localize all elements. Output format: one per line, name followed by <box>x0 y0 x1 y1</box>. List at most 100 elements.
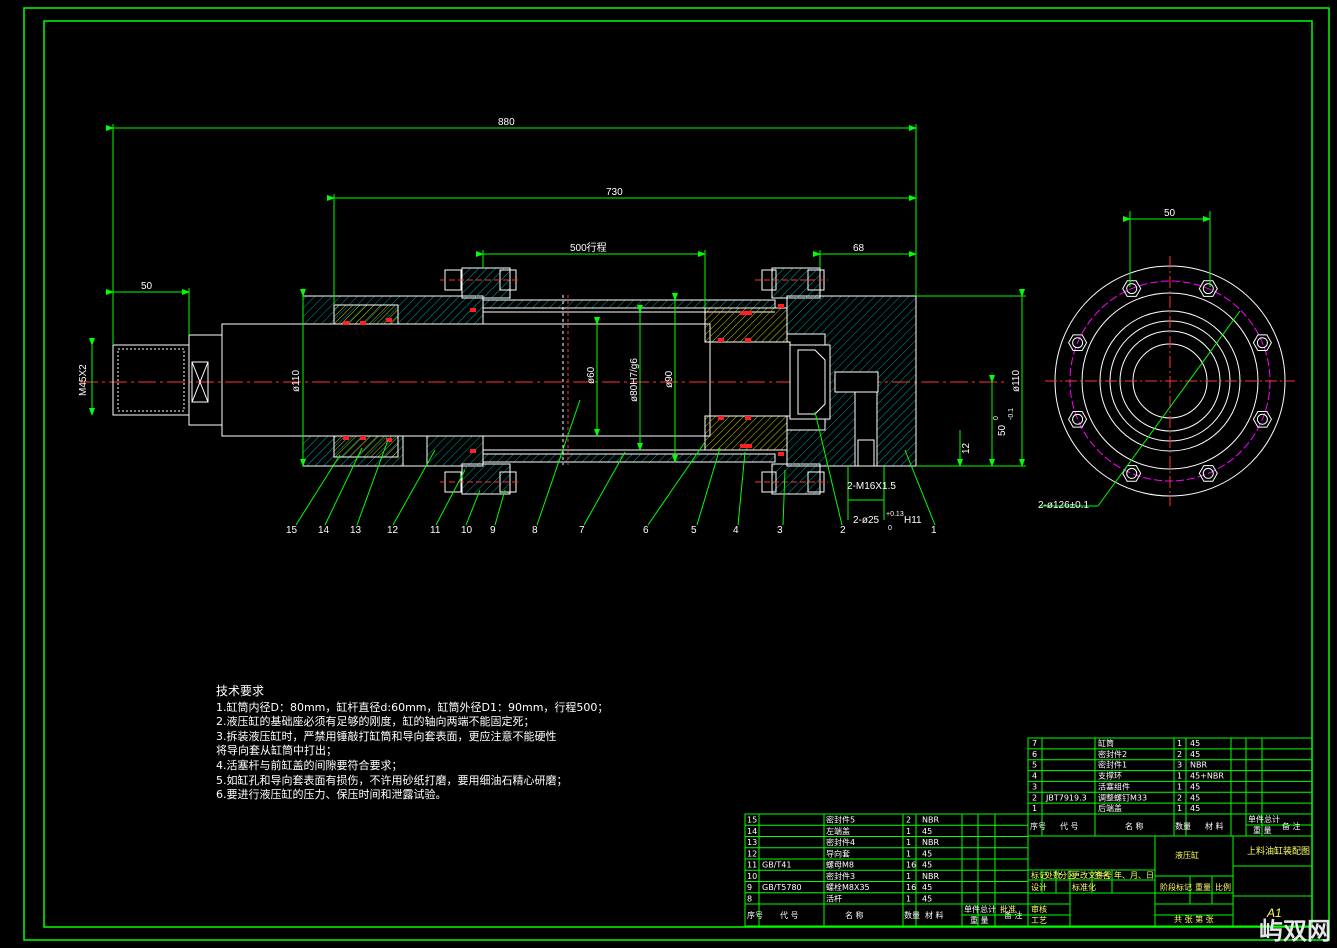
bom-row-material: 45 <box>922 827 932 836</box>
balloon: 7 <box>579 525 585 536</box>
drawing-title: 上料油缸装配图 <box>1247 845 1310 857</box>
balloon: 3 <box>777 525 783 536</box>
tb-date: 年、月、日 <box>1114 870 1154 880</box>
bom-row-name: 密封件1 <box>1098 760 1127 770</box>
bom-row-qty: 16 <box>906 861 916 870</box>
bom-row-qty: 1 <box>906 872 911 881</box>
bom-row-material: NBR <box>922 872 939 881</box>
tb-review: 审核 <box>1031 904 1047 914</box>
dim-cap-dia: ø110 <box>1011 370 1022 392</box>
bom-header-code: 代 号 <box>1060 821 1079 831</box>
bom-header-unit-weight: 单件 <box>964 904 980 914</box>
dim-barrel-length: 730 <box>606 187 623 198</box>
balloon: 6 <box>643 525 649 536</box>
bolt-icon <box>1198 465 1218 482</box>
balloon: 14 <box>318 525 330 536</box>
bom-header-name: 名 称 <box>845 910 864 920</box>
bom-row-material: NBR <box>922 838 939 847</box>
bom-row-no: 12 <box>747 849 757 858</box>
end-view <box>1040 211 1295 507</box>
balloon: 5 <box>691 525 697 536</box>
dim-rod-dia: ø60 <box>586 366 597 384</box>
bom-row-qty: 2 <box>1177 793 1182 802</box>
bom-row-qty: 1 <box>1177 804 1182 813</box>
dim-bolt-circle: 2-ø126±0.1 <box>1038 500 1090 511</box>
bom-row-no: 13 <box>747 838 757 847</box>
bom-header-code: 代 号 <box>780 910 799 920</box>
bom-row-no: 1 <box>1032 804 1037 813</box>
tb-count: 处数 <box>1045 870 1061 880</box>
note-line: 2.液压缸的基础座必须有足够的刚度，缸的轴向两端不能固定死； <box>216 715 535 729</box>
balloon: 1 <box>931 525 937 536</box>
bolt-icon <box>1198 280 1218 297</box>
dim-pin-hole: 2-ø25 <box>853 515 880 526</box>
bom-row-name: 左端盖 <box>826 826 850 836</box>
bom-row-name: 后端盖 <box>1098 803 1122 813</box>
bom-row-qty: 1 <box>906 849 911 858</box>
bom-row-material: 45 <box>1190 804 1200 813</box>
dim-stroke: 500行程 <box>570 241 607 254</box>
dim-mount-tol-upper: 0 <box>993 416 1000 420</box>
tb-stage: 阶段标记 <box>1160 882 1192 892</box>
balloon: 13 <box>350 525 362 536</box>
technical-requirements: 技术要求 1.缸筒内径D：80mm，缸杆直径d:60mm，缸筒外径D1：90mm… <box>216 684 636 803</box>
bom-header-material: 材 料 <box>1205 821 1224 831</box>
tb-approve: 批准 <box>1000 904 1016 914</box>
bom-row-material: 45 <box>922 861 932 870</box>
bom-header-qty: 数量 <box>904 910 920 920</box>
watermark-logo: 屿双网 <box>1259 917 1331 945</box>
note-line: 将导向套从缸筒中打出； <box>216 744 337 758</box>
bom-row-qty: 16 <box>906 883 916 892</box>
note-line: 6.要进行液压缸的压力、保压时间和泄露试验。 <box>216 788 447 802</box>
bom-row-no: 2 <box>1032 793 1037 802</box>
tb-mark: 标记 <box>1031 870 1047 880</box>
note-line: 4.活塞杆与前缸盖的间隙要符合要求； <box>216 758 403 772</box>
outer-frame <box>23 7 1330 941</box>
bom-row-qty: 1 <box>1177 772 1182 781</box>
dim-pin-fit: H11 <box>904 515 922 526</box>
bom-row-qty: 1 <box>1177 739 1182 748</box>
bom-header-weight: 重 量 <box>1253 825 1272 835</box>
bom-row-no: 8 <box>747 894 752 903</box>
note-line: 5.如缸孔和导向套表面有损伤，不许用砂纸打磨，要用细油石精心研磨； <box>216 773 568 787</box>
bom-row-no: 6 <box>1032 750 1037 759</box>
dim-mount-tol-lower: -0.1 <box>1008 408 1015 420</box>
bom-row-code: GB/T5780 <box>762 883 802 892</box>
dim-bore-fit: ø80H7/g6 <box>629 358 640 402</box>
bom-row-material: 45 <box>1190 739 1200 748</box>
bom-row-no: 9 <box>747 883 752 892</box>
section-view <box>80 124 1026 526</box>
bom-row-name: 缸筒 <box>1098 738 1114 748</box>
bom-row-no: 4 <box>1032 772 1037 781</box>
bom-row-name: 支撑环 <box>1098 771 1122 781</box>
notes-title: 技术要求 <box>216 684 265 698</box>
bom-row-material: NBR <box>922 816 939 825</box>
bom-header-qty: 数量 <box>1175 821 1191 831</box>
bom-row-material: 45+NBR <box>1190 772 1224 781</box>
bom-row-qty: 2 <box>1177 750 1182 759</box>
inner-frame <box>43 20 1313 928</box>
bom-row-qty: 1 <box>906 894 911 903</box>
bom-row-material: NBR <box>1190 761 1207 770</box>
sheet-count: 共 张 第 张 <box>1174 914 1214 924</box>
bom-row-material: 45 <box>922 849 932 858</box>
balloon: 4 <box>733 525 739 536</box>
bom-header-material: 材 料 <box>925 910 944 920</box>
tb-standardize: 标准化 <box>1072 882 1096 892</box>
bom-row-qty: 3 <box>1177 761 1182 770</box>
bom-header-name: 名 称 <box>1125 821 1144 831</box>
bom-row-material: 45 <box>1190 793 1200 802</box>
bolt-icon <box>1122 280 1142 297</box>
bom-row-code: GB/T41 <box>762 861 791 870</box>
bom-row-material: 45 <box>922 894 932 903</box>
tb-designer: 设计 <box>1031 882 1047 892</box>
bom-row-qty: 1 <box>1177 782 1182 791</box>
bom-row-no: 7 <box>1032 739 1037 748</box>
dim-port-offset: 12 <box>961 442 972 454</box>
bom-row-name: 调整螺钉M33 <box>1098 792 1147 802</box>
dim-end-width: 50 <box>1164 208 1176 219</box>
dimension-labels: 880 730 500行程 68 50 M45X2 ø110 ø60 ø80H7… <box>78 117 1176 532</box>
bom-row-qty: 2 <box>906 816 911 825</box>
bom-row-name: 活塞组件 <box>1098 781 1130 791</box>
dim-thread: M45X2 <box>78 364 89 396</box>
